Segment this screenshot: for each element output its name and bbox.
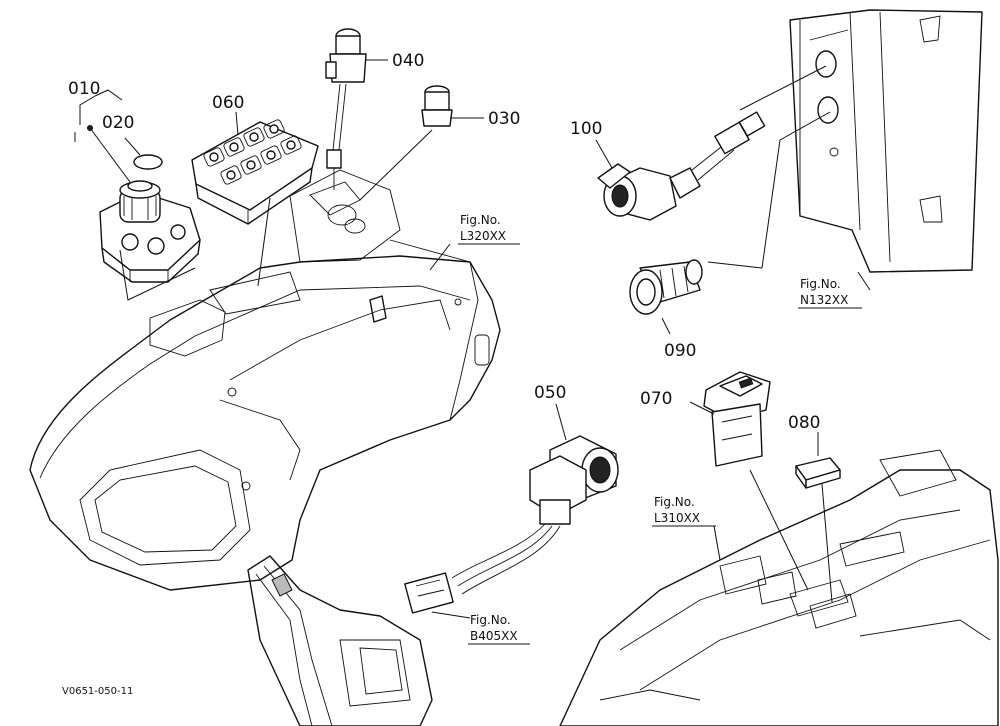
callout-100: 100 xyxy=(570,119,602,139)
socket-050 xyxy=(404,435,619,614)
drawing-code: V0651-050-11 xyxy=(62,686,133,697)
callout-070: 070 xyxy=(640,389,672,409)
callout-060: 060 xyxy=(212,93,244,113)
switch-030 xyxy=(421,85,453,127)
svg-text:L320XX: L320XX xyxy=(460,229,506,243)
bottom-left-console xyxy=(247,555,433,726)
svg-text:Fig.No.: Fig.No. xyxy=(654,495,695,509)
callout-050: 050 xyxy=(534,383,566,403)
bottom-right-console xyxy=(559,449,999,726)
fig-ref-b405: Fig.No. B405XX xyxy=(468,613,530,645)
cover-080 xyxy=(795,457,841,489)
knob-cap-020 xyxy=(133,154,163,170)
callout-030: 030 xyxy=(488,109,520,129)
fig-ref-l310: Fig.No. L310XX xyxy=(652,495,716,527)
svg-text:L310XX: L310XX xyxy=(654,511,700,525)
callout-020: 020 xyxy=(102,113,134,133)
switch-panel-060 xyxy=(191,119,319,225)
callout-010: 010 xyxy=(68,79,100,99)
socket-040 xyxy=(325,28,367,190)
callout-090: 090 xyxy=(664,341,696,361)
svg-text:Fig.No.: Fig.No. xyxy=(800,277,841,291)
svg-text:Fig.No.: Fig.No. xyxy=(460,213,501,227)
fig-ref-l320: Fig.No. L320XX xyxy=(458,213,520,245)
callout-040: 040 xyxy=(392,51,424,71)
rotary-switch-010 xyxy=(99,180,201,283)
right-side-panel xyxy=(789,9,983,273)
svg-text:N132XX: N132XX xyxy=(800,293,848,307)
socket-100 xyxy=(597,111,766,221)
svg-text:Fig.No.: Fig.No. xyxy=(470,613,511,627)
fig-ref-n132: Fig.No. N132XX xyxy=(798,277,862,309)
svg-text:B405XX: B405XX xyxy=(470,629,518,643)
rocker-switch-070 xyxy=(703,371,771,467)
socket-090 xyxy=(629,259,703,315)
callout-080: 080 xyxy=(788,413,820,433)
